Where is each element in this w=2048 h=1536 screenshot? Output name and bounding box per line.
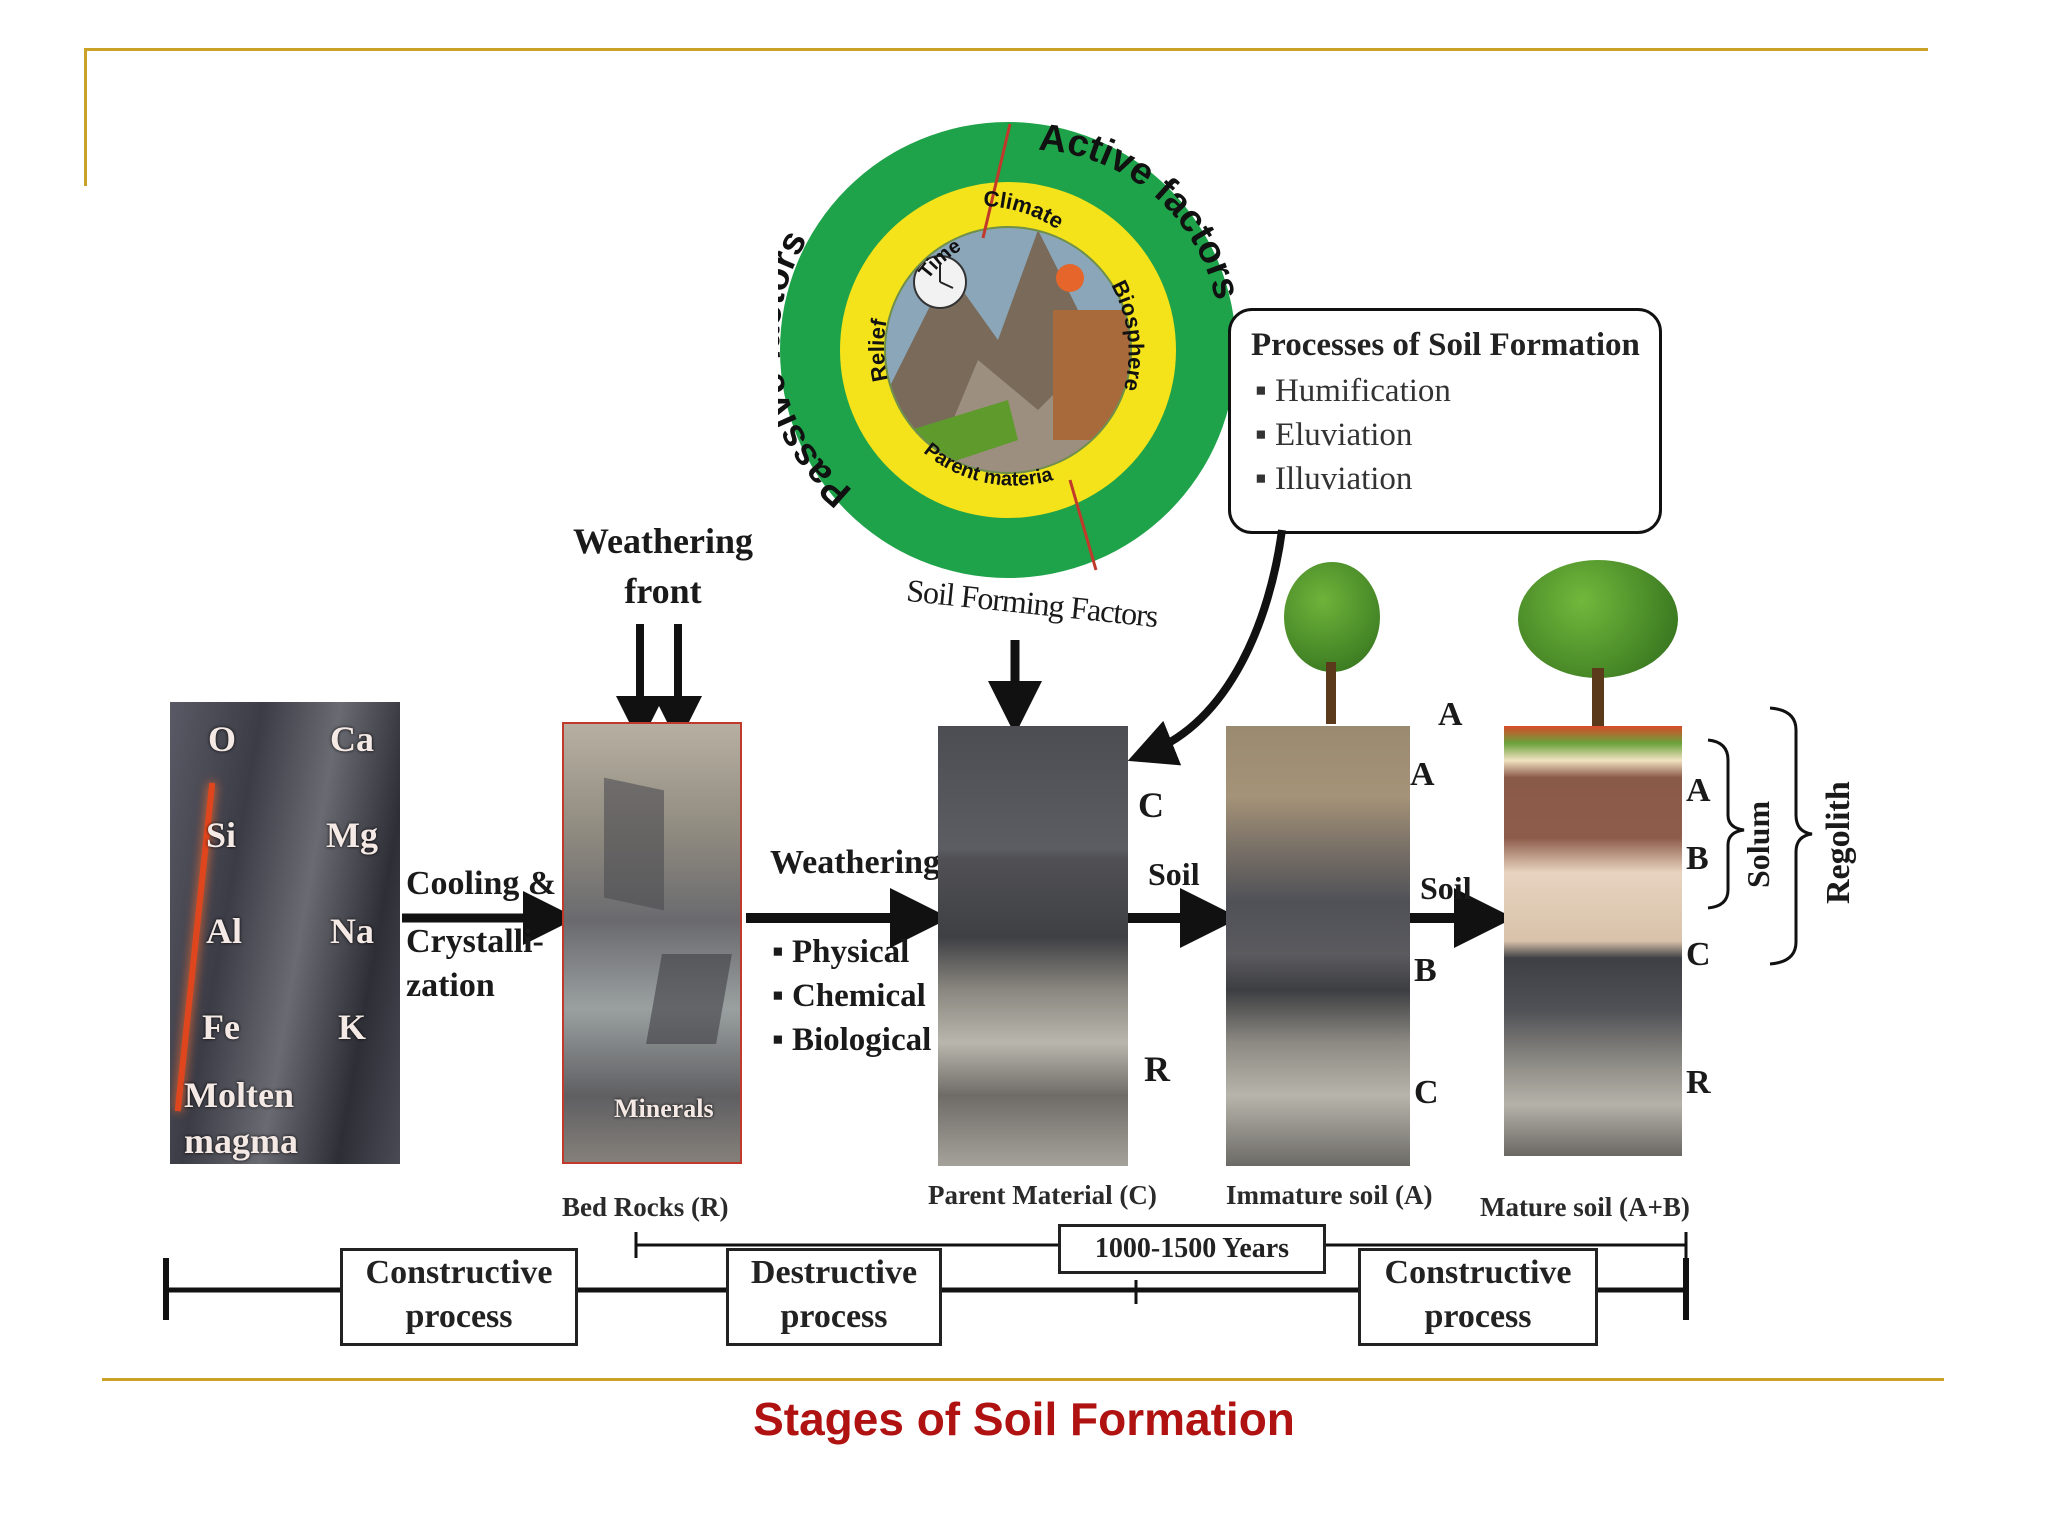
weathering-front-label: Weathering front	[573, 521, 753, 611]
mature-horizon-a: A	[1686, 772, 1711, 809]
destructive-process-box: Destructive process	[726, 1248, 942, 1346]
immature-horizon-b: B	[1414, 952, 1437, 989]
element-na: Na	[330, 911, 374, 951]
element-mg: Mg	[326, 815, 378, 855]
parent-material-caption: Parent Material (C)	[928, 1180, 1157, 1210]
cooling-crystallization-label: Cooling & Crystalli- zation	[406, 865, 557, 1004]
tree-trunk	[1592, 668, 1604, 730]
weathering-type-chemical: ▪ Chemical	[772, 978, 926, 1014]
process-item-humification: ▪ Humification	[1255, 373, 1451, 409]
parent-horizon-c: C	[1138, 785, 1164, 825]
processes-of-soil-formation-box: Processes of Soil Formation ▪ Humificati…	[1228, 308, 1662, 534]
tree-trunk	[1326, 662, 1336, 724]
immature-horizon-a: A	[1410, 756, 1435, 793]
slide-caption: Stages of Soil Formation	[753, 1393, 1295, 1445]
factor-relief-label: Relief	[864, 316, 893, 384]
regolith-label: Regolith	[1820, 781, 1857, 904]
bed-rocks-caption: Bed Rocks (R)	[562, 1192, 729, 1222]
constructive-process-box-2: Constructive process	[1358, 1248, 1598, 1346]
tree-mature	[1518, 560, 1678, 730]
bottom-frame-line	[102, 1378, 1944, 1381]
process-item-illuviation: ▪ Illuviation	[1255, 461, 1413, 497]
mature-horizon-b: B	[1686, 840, 1709, 877]
arrow-soil-label-2: Soil	[1420, 870, 1472, 906]
tree-canopy	[1284, 562, 1380, 672]
element-si: Si	[206, 815, 237, 855]
top-frame-line	[84, 48, 1928, 51]
rock-crack	[646, 954, 732, 1044]
arrow-soil-label-1: Soil	[1148, 856, 1200, 892]
molten-magma-panel: O Si Al Fe Ca Mg Na K Molten magma	[170, 702, 400, 1164]
constructive-process-box-1: Constructive process	[340, 1248, 578, 1346]
mature-soil-panel	[1504, 726, 1682, 1156]
mature-horizon-c: C	[1686, 936, 1711, 973]
years-box: 1000-1500 Years	[1058, 1224, 1326, 1274]
immature-horizon-a-top: A	[1438, 696, 1463, 733]
parent-material-panel	[938, 726, 1128, 1166]
processes-box-title: Processes of Soil Formation	[1251, 327, 1640, 363]
solum-label: Solum	[1740, 800, 1776, 888]
rock-crack	[604, 777, 664, 911]
left-frame-line	[84, 48, 87, 186]
parent-horizon-r: R	[1144, 1049, 1170, 1089]
soil-forming-factors-circle: Passive factors Active factors Time Clim…	[778, 110, 1238, 578]
element-al: Al	[206, 911, 242, 951]
element-fe: Fe	[202, 1007, 240, 1047]
immature-soil-panel	[1226, 726, 1410, 1166]
weathering-type-biological: ▪ Biological	[772, 1022, 932, 1058]
process-item-eluviation: ▪ Eluviation	[1255, 417, 1413, 453]
tree-canopy	[1518, 560, 1678, 678]
tree-immature	[1282, 562, 1382, 724]
weathering-label: Weathering	[770, 844, 940, 881]
mature-horizon-r: R	[1686, 1064, 1711, 1101]
weathering-type-physical: ▪ Physical	[772, 934, 910, 970]
element-ca: Ca	[330, 719, 374, 759]
minerals-label: Minerals	[614, 1094, 714, 1123]
mature-soil-caption: Mature soil (A+B)	[1480, 1192, 1690, 1222]
immature-soil-caption: Immature soil (A)	[1226, 1180, 1433, 1210]
molten-magma-label: Molten magma	[184, 1075, 298, 1161]
immature-horizon-c: C	[1414, 1074, 1439, 1111]
bed-rock-panel: Minerals	[562, 722, 742, 1164]
element-o: O	[208, 719, 237, 759]
element-k: K	[338, 1007, 367, 1047]
